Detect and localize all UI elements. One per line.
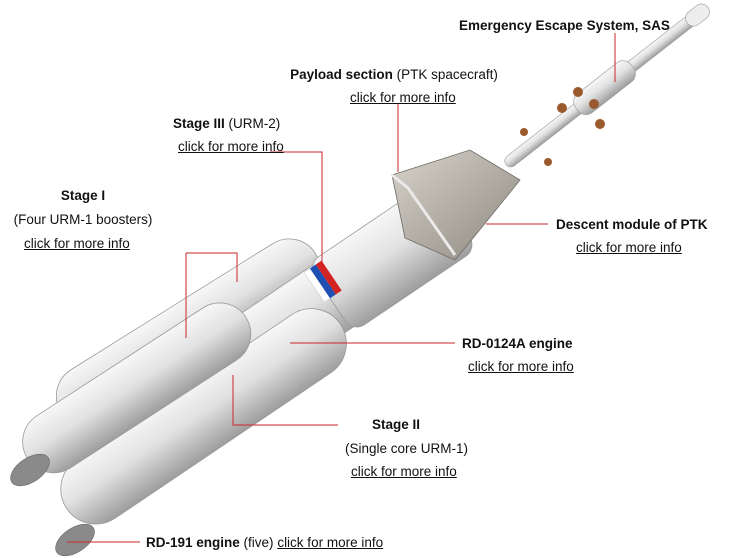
- descent-link[interactable]: click for more info: [576, 239, 682, 256]
- rd0124a-title: RD-0124A engine: [462, 336, 573, 351]
- stage2-label: Stage II: [372, 416, 420, 433]
- descent-label: Descent module of PTK: [556, 216, 708, 233]
- stage2-sub: (Single core URM-1): [345, 440, 468, 457]
- payload-title: Payload section: [290, 67, 393, 82]
- stage2-title: Stage II: [372, 417, 420, 432]
- rd191-title: RD-191 engine: [146, 535, 240, 550]
- stage1-sub: (Four URM-1 boosters): [14, 211, 153, 228]
- stage2-link[interactable]: click for more info: [351, 463, 457, 480]
- payload-link[interactable]: click for more info: [350, 89, 456, 106]
- payload-label: Payload section (PTK spacecraft): [290, 66, 498, 83]
- descent-title: Descent module of PTK: [556, 217, 708, 232]
- sas-label: Emergency Escape System, SAS: [459, 17, 670, 34]
- sas-title: Emergency Escape System, SAS: [459, 18, 670, 33]
- stage1-label: Stage I: [61, 187, 105, 204]
- rd0124a-link[interactable]: click for more info: [468, 358, 574, 375]
- rd191-label: RD-191 engine (five) click for more info: [146, 534, 383, 551]
- rd191-link[interactable]: click for more info: [277, 535, 383, 550]
- stage3-label: Stage III (URM-2): [173, 115, 280, 132]
- stage1-link[interactable]: click for more info: [24, 235, 130, 252]
- stage3-sub: (URM-2): [229, 116, 281, 131]
- payload-sub: (PTK spacecraft): [397, 67, 498, 82]
- stage3-title: Stage III: [173, 116, 225, 131]
- rd191-sub: (five): [244, 535, 274, 550]
- stage3-link[interactable]: click for more info: [178, 138, 284, 155]
- stage1-title: Stage I: [61, 188, 105, 203]
- rd0124a-label: RD-0124A engine: [462, 335, 573, 352]
